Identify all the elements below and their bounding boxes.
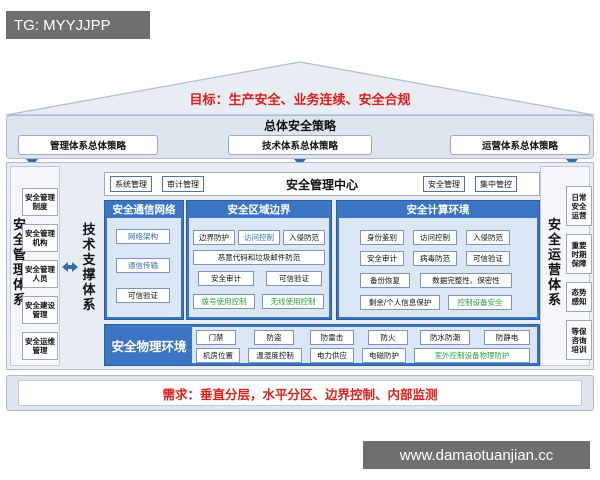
- compute-item: 访问控制: [413, 230, 457, 245]
- boundary-item: 边界防护: [193, 230, 235, 245]
- boundary-item: 可信验证: [266, 271, 322, 286]
- boundary-item: 入侵防范: [283, 230, 325, 245]
- physical-item: 电磁防护: [362, 348, 406, 363]
- physical-item: 温湿度控制: [248, 348, 302, 363]
- arrow-right-icon: [72, 262, 78, 272]
- arrow-left-icon: [62, 262, 68, 272]
- right-item: 日常安全运营: [566, 186, 592, 226]
- boundary-item: 安全审计: [198, 271, 254, 286]
- physical-item: 防火: [368, 330, 408, 345]
- right-item: 重要时期保障: [566, 234, 592, 274]
- tech-support-title: 技术支撑体系: [82, 223, 96, 313]
- boundary-item: 无线使用控制: [262, 294, 324, 309]
- boundary-item: 访问控制: [238, 230, 280, 245]
- physical-item: 防盗: [254, 330, 294, 345]
- left-item: 安全建设管理: [22, 296, 58, 324]
- right-item: 等保咨询培训: [566, 320, 592, 360]
- physical-item: 室外控制设备物理防护: [414, 348, 530, 363]
- center-title: 安全管理中心: [285, 177, 358, 192]
- overall-strategy-title: 总体安全策略: [263, 118, 336, 133]
- compute-item: 剩余/个人信息保护: [360, 295, 440, 310]
- management-strategy-pill: 管理体系总体策略: [18, 135, 158, 155]
- boundary-panel-title: 安全区域边界: [227, 203, 291, 216]
- network-panel-title: 安全通信网络: [112, 203, 176, 216]
- physical-item: 防水防潮: [420, 330, 470, 345]
- technical-strategy-pill: 技术体系总体策略: [228, 135, 372, 155]
- compute-item: 入侵防范: [466, 230, 510, 245]
- compute-item: 安全审计: [360, 251, 404, 266]
- physical-item: 机房位置: [196, 348, 240, 363]
- left-item: 安全管理机构: [22, 224, 58, 252]
- watermark-bottom: www.damaotuanjian.cc: [363, 441, 590, 469]
- boundary-item: 拨号使用控制: [193, 294, 255, 309]
- center-pill: 系统管理: [110, 176, 152, 192]
- compute-item: 控制设备安全: [448, 295, 512, 310]
- network-item: 网络架构: [116, 229, 170, 244]
- watermark-top: TG: MYYJJPP: [6, 11, 150, 39]
- physical-item: 防静电: [484, 330, 530, 345]
- operations-strategy-pill: 运营体系总体策略: [450, 135, 590, 155]
- goal-text: 目标：生产安全、业务连续、安全合规: [189, 92, 411, 108]
- compute-item: 数据完整性、保密性: [420, 273, 512, 288]
- left-item: 安全运维管理: [22, 332, 58, 360]
- requirement-text: 需求：垂直分层，水平分区、边界控制、内部监测: [18, 380, 582, 406]
- compute-item: 备份恢复: [360, 273, 410, 288]
- physical-item: 电力供应: [310, 348, 354, 363]
- boundary-item: 恶意代码和垃圾邮件防范: [193, 250, 325, 265]
- compute-panel-title: 安全计算环境: [406, 203, 470, 216]
- network-item: 可信验证: [116, 288, 170, 303]
- left-item: 安全管理人员: [22, 260, 58, 288]
- compute-item: 病毒防范: [413, 251, 457, 266]
- center-pill: 安全管理: [423, 176, 465, 192]
- network-item: 通信传输: [116, 258, 170, 273]
- center-pill: 集中管控: [475, 176, 517, 192]
- compute-item: 可信验证: [466, 251, 510, 266]
- center-pill: 审计管理: [162, 176, 204, 192]
- left-item: 安全管理制度: [22, 188, 58, 216]
- compute-item: 身份鉴别: [360, 230, 404, 245]
- physical-panel-title: 安全物理环境: [111, 338, 187, 354]
- physical-item: 门禁: [196, 330, 236, 345]
- physical-item: 防雷击: [310, 330, 354, 345]
- operations-system-title: 安全运营体系: [548, 218, 562, 308]
- arrow-shaft: [67, 265, 73, 269]
- right-item: 态势感知: [566, 282, 592, 312]
